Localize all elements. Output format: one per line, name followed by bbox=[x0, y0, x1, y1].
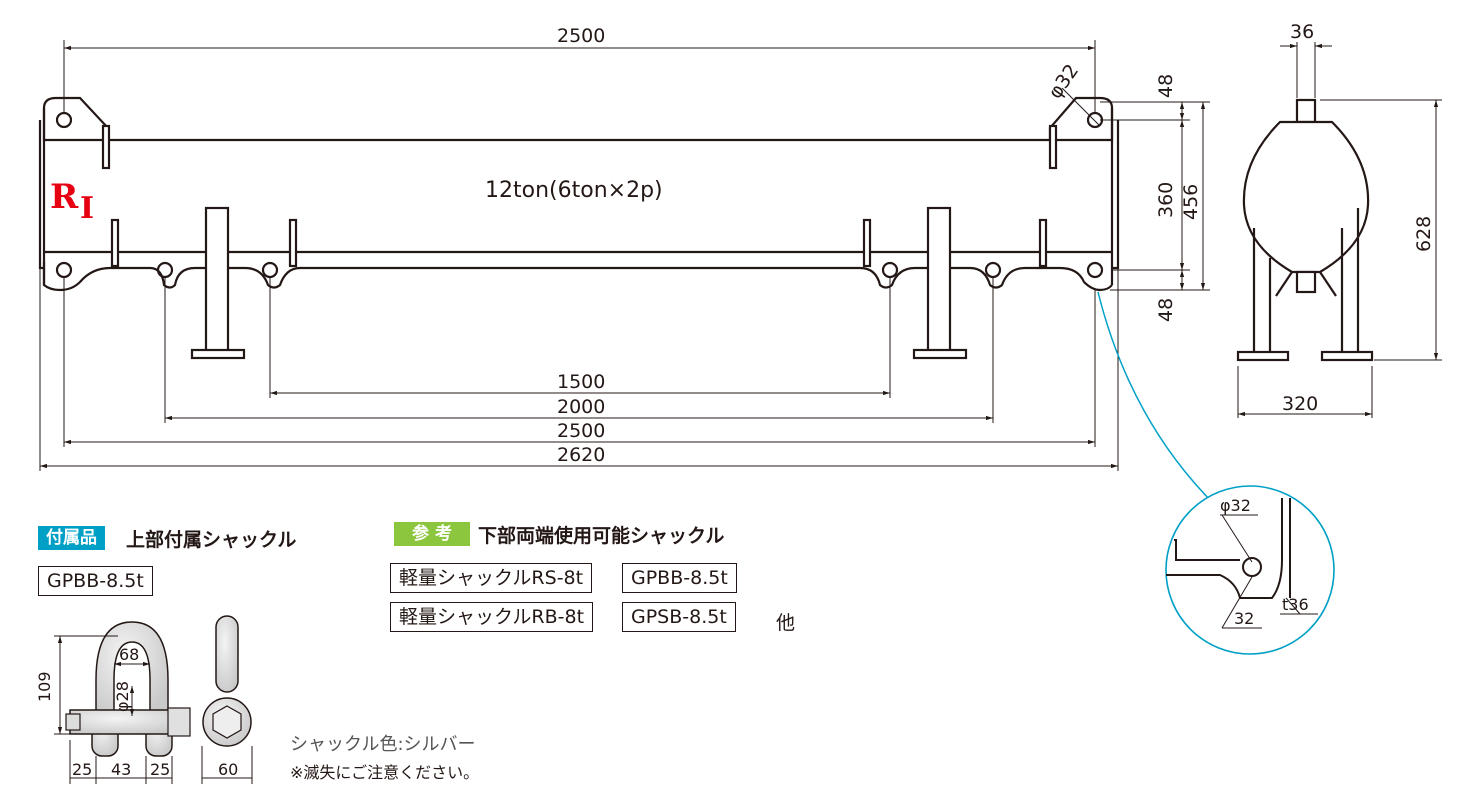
reference-row-1-name: 軽量シャックルRS-8t bbox=[390, 563, 593, 593]
detail-view: φ32 32 t36 bbox=[1165, 485, 1335, 655]
detail-plate-thickness: t36 bbox=[1282, 595, 1309, 614]
accessory-heading: 上部付属シャックル bbox=[126, 529, 297, 551]
dim-bottom-offset: 48 bbox=[1155, 298, 1177, 322]
dim-shackle-inner-width: 68 bbox=[119, 645, 139, 664]
shackle-dimensions bbox=[54, 635, 253, 784]
dim-side-base-width: 320 bbox=[1282, 393, 1318, 415]
detail-leader bbox=[1097, 291, 1216, 506]
svg-text:I: I bbox=[80, 191, 94, 226]
dim-shackle-d: 60 bbox=[218, 760, 238, 779]
right-leg bbox=[926, 206, 952, 356]
accessory-model: GPBB-8.5t bbox=[38, 566, 153, 596]
shackle-color-note: シャックル色:シルバー bbox=[290, 734, 476, 755]
reference-row-2-model: GPSB-8.5t bbox=[622, 602, 736, 632]
main-front-view bbox=[38, 96, 1120, 360]
reference-row-1-model: GPBB-8.5t bbox=[622, 563, 737, 593]
dim-hole-dia: φ32 bbox=[1044, 60, 1083, 103]
main-dimensions bbox=[39, 40, 1210, 471]
dim-overall-span: 2620 bbox=[557, 444, 605, 466]
side-dimensions bbox=[1237, 42, 1442, 418]
shackle-front bbox=[65, 621, 191, 757]
shackle-side bbox=[202, 615, 252, 747]
ri-logo: R I bbox=[50, 177, 94, 226]
dim-hole-pitch: 360 bbox=[1155, 182, 1177, 218]
detail-hole-dia: φ32 bbox=[1220, 496, 1251, 515]
dim-side-top-width: 36 bbox=[1290, 21, 1314, 43]
dim-frame-height: 456 bbox=[1180, 184, 1202, 220]
reference-row-2-name: 軽量シャックルRB-8t bbox=[390, 602, 594, 632]
accessory-badge: 付属品 bbox=[38, 526, 105, 550]
svg-text:R: R bbox=[50, 177, 79, 217]
reference-badge: 参 考 bbox=[394, 522, 470, 546]
left-leg bbox=[204, 206, 230, 356]
reference-heading: 下部両端使用可能シャックル bbox=[478, 525, 725, 547]
dim-inner-pad-span: 1500 bbox=[557, 371, 605, 393]
dim-top-span: 2500 bbox=[557, 25, 605, 47]
dim-shackle-height: 109 bbox=[35, 671, 54, 702]
dim-shackle-b: 43 bbox=[111, 760, 131, 779]
detail-edge: 32 bbox=[1234, 609, 1254, 628]
dim-mid-span: 2000 bbox=[557, 396, 605, 418]
dim-shackle-a: 25 bbox=[72, 760, 92, 779]
dim-hole-span: 2500 bbox=[557, 420, 605, 442]
caution-note: ※滅失にご注意ください。 bbox=[290, 763, 480, 782]
bottom-lug-plate bbox=[42, 262, 1113, 292]
dim-side-height: 628 bbox=[1413, 216, 1435, 252]
dim-shackle-c: 25 bbox=[150, 760, 170, 779]
dim-top-offset: 48 bbox=[1155, 74, 1177, 98]
capacity-title: 12ton(6ton×2p) bbox=[485, 178, 663, 203]
side-view bbox=[1236, 98, 1374, 362]
dim-shackle-pin: φ28 bbox=[113, 681, 132, 712]
reference-row-2-suffix: 他 bbox=[776, 612, 796, 634]
right-end-plate bbox=[1048, 96, 1120, 270]
